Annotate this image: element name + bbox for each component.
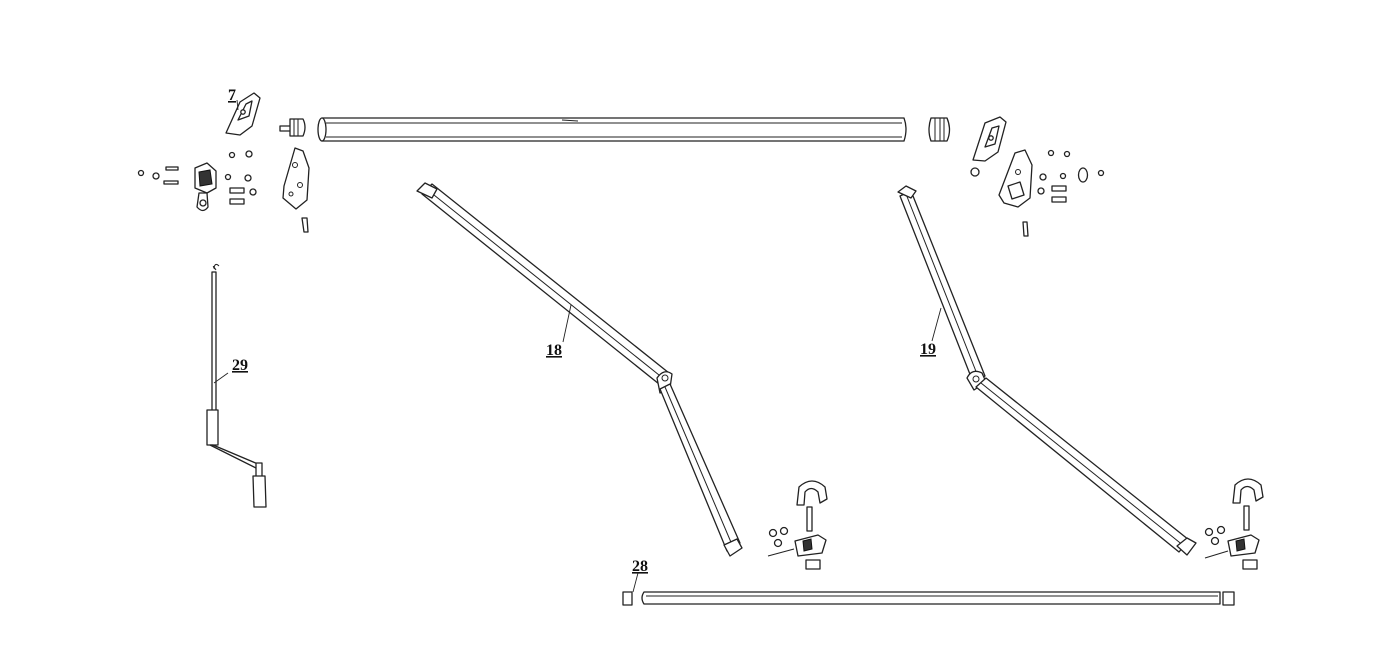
right-mounting-plate <box>998 149 1033 237</box>
left-top-bracket <box>225 92 261 136</box>
right-end-cap <box>928 117 951 142</box>
callout-7: 7 <box>228 87 236 104</box>
right-fasteners <box>970 149 1105 203</box>
callout-18: 18 <box>546 342 562 359</box>
right-top-bracket <box>972 116 1007 162</box>
left-mounting-plate <box>282 147 310 233</box>
left-lower-bracket <box>767 480 828 570</box>
right-arm <box>897 185 1197 556</box>
crank-handle <box>206 263 267 508</box>
left-end-cap <box>279 118 306 137</box>
roller-tube <box>317 117 907 142</box>
right-lower-bracket <box>1204 478 1264 570</box>
callout-28: 28 <box>632 558 648 575</box>
left-fasteners <box>137 150 257 205</box>
callout-29: 29 <box>232 357 248 374</box>
left-gearbox <box>194 162 217 212</box>
leader-lines <box>213 99 942 593</box>
left-arm <box>416 182 743 557</box>
callout-19: 19 <box>920 341 936 358</box>
front-bar <box>622 591 1235 606</box>
